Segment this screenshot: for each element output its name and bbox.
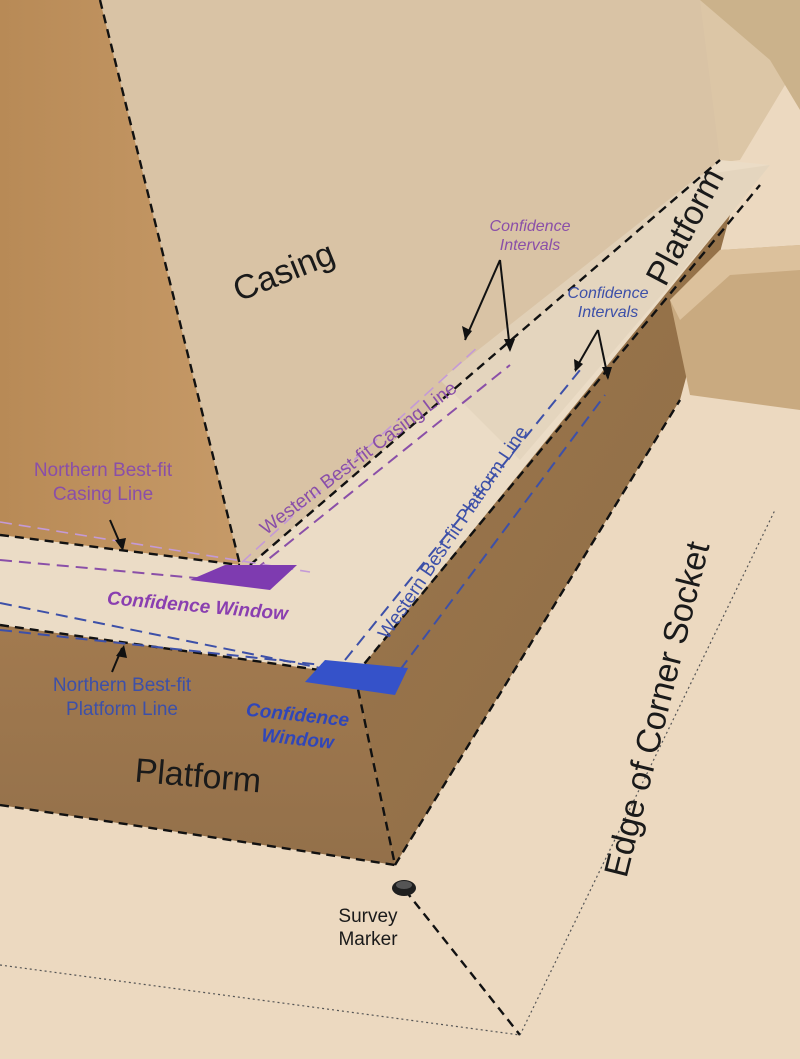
casing-ci-label-line1: Confidence — [490, 218, 571, 235]
stone-block-top — [670, 245, 800, 320]
western-platform-ci — [344, 369, 581, 661]
northern-casing-label-line2: Casing Line — [53, 484, 153, 505]
socket-diagonal — [404, 889, 521, 1036]
platform-rubble — [440, 165, 770, 460]
structural-edges — [0, 0, 761, 1036]
platform-ci-label-line1: Confidence — [568, 285, 649, 302]
casing-west-base-edge — [249, 159, 721, 566]
casing-corner-edge — [98, 0, 242, 566]
platform-side-face — [355, 215, 730, 865]
arrow-casing-ci-left — [464, 259, 501, 341]
arrowhead — [115, 538, 126, 551]
casing-left-face — [0, 0, 240, 565]
casing-front-face — [100, 0, 720, 565]
platform-west-bottom-edge — [393, 399, 682, 866]
arrowhead — [602, 367, 612, 380]
socket-edges — [0, 509, 776, 1036]
platform-best-fit-lines — [0, 369, 606, 676]
survey-marker-label-line1: Survey — [338, 906, 398, 927]
western-platform-line — [399, 394, 606, 671]
arrowhead — [116, 645, 127, 658]
northern-casing-ci-upper — [0, 521, 311, 573]
arrowhead — [462, 326, 472, 340]
northern-platform-ci-upper — [0, 602, 356, 676]
arrowhead — [574, 359, 583, 372]
northern-casing-label-line1: Northern Best-fit — [34, 460, 173, 481]
arrow-heads — [115, 326, 612, 658]
platform-ci-label-line2: Intervals — [578, 304, 638, 321]
platform-confidence-window — [305, 660, 408, 695]
northern-platform-line — [0, 629, 351, 669]
annotation-arrows — [109, 259, 609, 673]
survey-marker-icon — [392, 880, 416, 896]
platform-corner-edge — [353, 674, 397, 866]
platform-north-bottom-edge — [0, 803, 396, 867]
arrowhead — [504, 339, 515, 352]
socket-west-edge — [519, 509, 776, 1036]
northern-platform-label-line2: Platform Line — [66, 699, 178, 720]
western-casing-line — [239, 364, 511, 583]
northern-platform-label-line1: Northern Best-fit — [53, 675, 192, 696]
casing-north-base-edge — [0, 533, 241, 567]
survey-marker-label-line2: Marker — [338, 929, 398, 950]
casing-confidence-window — [190, 565, 297, 590]
platform-west-top-edge — [354, 184, 761, 676]
casing-confidence-lines — [0, 344, 481, 576]
platform-front-face — [0, 625, 395, 865]
arrow-casing-ci-right — [499, 259, 511, 351]
background-block — [700, 0, 800, 110]
casing-ci-label-line2: Intervals — [500, 237, 560, 254]
